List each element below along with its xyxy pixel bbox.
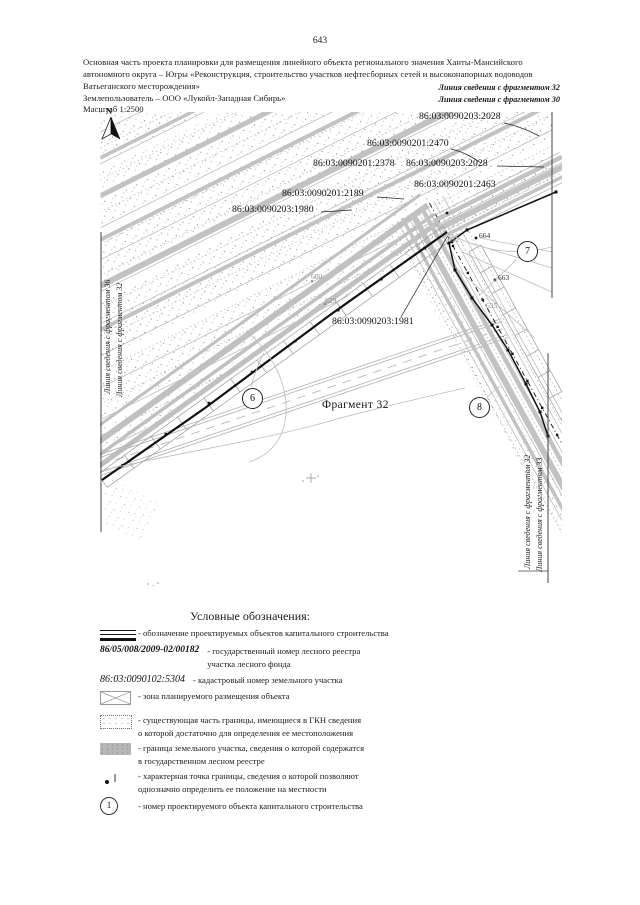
object-number-circle: 7 xyxy=(517,241,538,262)
legend-symbol-object-number-circle: 1 xyxy=(100,796,138,815)
matchline-label-right-1: Линия сведения с фрагментом 32 xyxy=(523,454,532,569)
legend-row: - существующая часть границы, имеющиеся … xyxy=(100,714,530,740)
legend-desc-line: однозначно определить ее положение на ме… xyxy=(138,783,327,794)
legend-desc-line: о которой достаточно для определения ее … xyxy=(138,727,354,738)
legend-row: - характерная точка границы, сведения о … xyxy=(100,770,530,796)
legend-desc-line: - существующая часть границы, имеющиеся … xyxy=(138,714,362,725)
cadastral-label: 86:03:0090203:1980 xyxy=(232,204,314,215)
matchline-note-2: Линия сведения с фрагментом 30 xyxy=(438,95,560,104)
legend-desc-line: - характерная точка границы, сведения о … xyxy=(138,770,359,781)
legend-row: - зона планируемого размещения объекта xyxy=(100,690,530,710)
matchline-note-1: Линия сведения с фрагментом 32 xyxy=(438,83,560,92)
legend-desc: - характерная точка границы, сведения о … xyxy=(138,770,359,796)
legend-row: 86:03:0090102:5304 - кадастровый номер з… xyxy=(100,674,530,687)
legend-circle-number: 1 xyxy=(100,796,118,815)
legend-desc-line: в государственном лесном реестре xyxy=(138,755,265,766)
legend-symbol-zone-box xyxy=(100,690,138,710)
object-number: 8 xyxy=(477,402,482,413)
legend-desc: - зона планируемого размещения объекта xyxy=(138,690,290,701)
legend-forest-registry-number: 86/05/008/2009-02/00182 xyxy=(100,644,200,655)
point-label: 632 xyxy=(448,235,460,244)
object-number-circle: 8 xyxy=(469,397,490,418)
legend-symbol-gray-box xyxy=(100,742,138,755)
legend-symbol-project-lines xyxy=(100,627,138,641)
header-title-line1: Основная часть проекта планировки для ра… xyxy=(83,57,523,67)
north-arrow-icon xyxy=(101,116,121,140)
matchline-label-left-2: Линия сведения с фрагментом 32 xyxy=(115,282,124,397)
legend-desc: - граница земельного участка, сведения о… xyxy=(138,742,364,768)
legend-desc: - государственный номер лесного реестра … xyxy=(207,645,360,671)
legend-row: 1 - номер проектируемого объекта капитал… xyxy=(100,796,530,815)
scale-line: Масштаб 1:2500 xyxy=(83,104,144,114)
cadastral-label: 86:03:0090201:2189 xyxy=(282,188,364,199)
legend-symbol-dotted-box xyxy=(100,714,138,729)
point-label: 629 xyxy=(325,296,337,305)
legend-desc: - кадастровый номер земельного участка xyxy=(193,674,343,685)
legend-desc-line: - государственный номер лесного реестра xyxy=(207,645,361,656)
legend-desc: - обозначение проектируемых объектов кап… xyxy=(138,628,389,638)
matchline-label-left-1: Линия сведения с фрагментом 36 xyxy=(103,279,112,394)
point-label: 664 xyxy=(479,231,491,240)
point-label: 660 xyxy=(311,272,323,281)
legend-symbol-boundary-point xyxy=(100,770,138,792)
point-label: 663 xyxy=(498,273,510,282)
cadastral-label: 86:03:0090201:2463 xyxy=(414,179,496,190)
legend-desc: - номер проектируемого объекта капитальн… xyxy=(138,800,363,811)
legend-row: 86/05/008/2009-02/00182 - государственны… xyxy=(100,645,530,671)
legend-desc-line: участка лесного фонда xyxy=(207,658,291,669)
legend-row: - обозначение проектируемых объектов кап… xyxy=(100,627,530,641)
object-number-circle: 6 xyxy=(242,388,263,409)
cadastral-label: 86:03:0090203:2028 xyxy=(406,158,488,169)
cadastral-label: 86:03:0090201:2378 xyxy=(313,158,395,169)
cadastral-label: 86:03:0090203:1981 xyxy=(332,316,414,327)
fragment-label: Фрагмент 32 xyxy=(322,399,389,411)
legend-desc: - существующая часть границы, имеющиеся … xyxy=(138,714,361,740)
page-number: 643 xyxy=(312,36,328,46)
landuser-line: Землепользователь – ООО «Лукойл-Западная… xyxy=(83,93,286,103)
legend: - обозначение проектируемых объектов кап… xyxy=(100,627,530,815)
matchline-label-right-2: Линия сведения с фрагментом 33 xyxy=(535,457,544,572)
legend-cadastral-number: 86:03:0090102:5304 xyxy=(100,673,185,685)
point-label: 635 xyxy=(486,301,498,310)
header-title-line3: Ватьеганского месторождения» xyxy=(83,81,200,91)
object-number: 6 xyxy=(250,393,255,404)
header-title-line2: автономного округа – Югры «Реконструкция… xyxy=(83,69,533,79)
north-label: N xyxy=(106,106,113,116)
legend-row: - граница земельного участка, сведения о… xyxy=(100,742,530,768)
legend-title: Условные обозначения: xyxy=(189,609,311,623)
cadastral-label: 86:03:0090203:2028 xyxy=(419,111,501,122)
cadastral-label: 86:03:0090201:2470 xyxy=(367,138,449,149)
object-number: 7 xyxy=(525,246,530,257)
legend-desc-line: - граница земельного участка, сведения о… xyxy=(138,742,365,753)
